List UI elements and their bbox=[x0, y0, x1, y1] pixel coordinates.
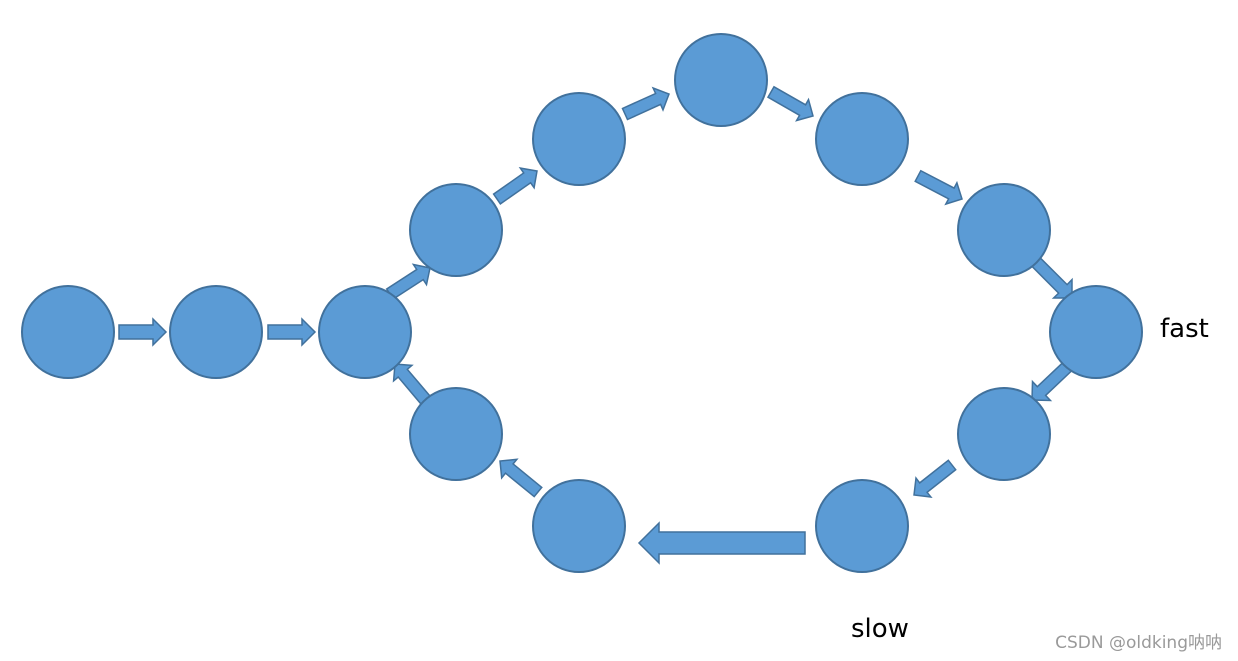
list-node-4 bbox=[409, 183, 503, 277]
arrow-1 bbox=[118, 317, 168, 347]
list-node-1 bbox=[21, 285, 115, 379]
list-node-11 bbox=[815, 479, 909, 573]
arrow-11 bbox=[637, 521, 806, 565]
list-node-13 bbox=[409, 387, 503, 481]
arrows-layer bbox=[118, 85, 1074, 565]
fast-pointer-label: fast bbox=[1160, 314, 1209, 344]
list-node-3 bbox=[318, 285, 412, 379]
arrow-8 bbox=[1030, 256, 1073, 299]
arrow-6 bbox=[766, 85, 814, 122]
arrow-5 bbox=[621, 86, 670, 121]
arrow-2 bbox=[267, 317, 317, 347]
list-node-2 bbox=[169, 285, 263, 379]
arrow-7 bbox=[914, 169, 963, 206]
list-node-7 bbox=[815, 92, 909, 186]
slow-pointer-label: slow bbox=[851, 614, 909, 644]
list-node-12 bbox=[532, 479, 626, 573]
list-node-5 bbox=[532, 92, 626, 186]
arrow-12 bbox=[499, 458, 543, 498]
list-node-10 bbox=[957, 387, 1051, 481]
arrow-3 bbox=[385, 263, 431, 301]
arrow-13 bbox=[392, 363, 434, 408]
arrow-9 bbox=[1031, 360, 1074, 402]
watermark: CSDN @oldking呐呐 bbox=[1055, 633, 1222, 653]
list-node-8 bbox=[957, 183, 1051, 277]
list-node-6 bbox=[674, 33, 768, 127]
arrow-10 bbox=[913, 459, 957, 498]
arrow-4 bbox=[492, 167, 538, 205]
list-node-9 bbox=[1049, 285, 1143, 379]
nodes-layer bbox=[21, 33, 1143, 573]
